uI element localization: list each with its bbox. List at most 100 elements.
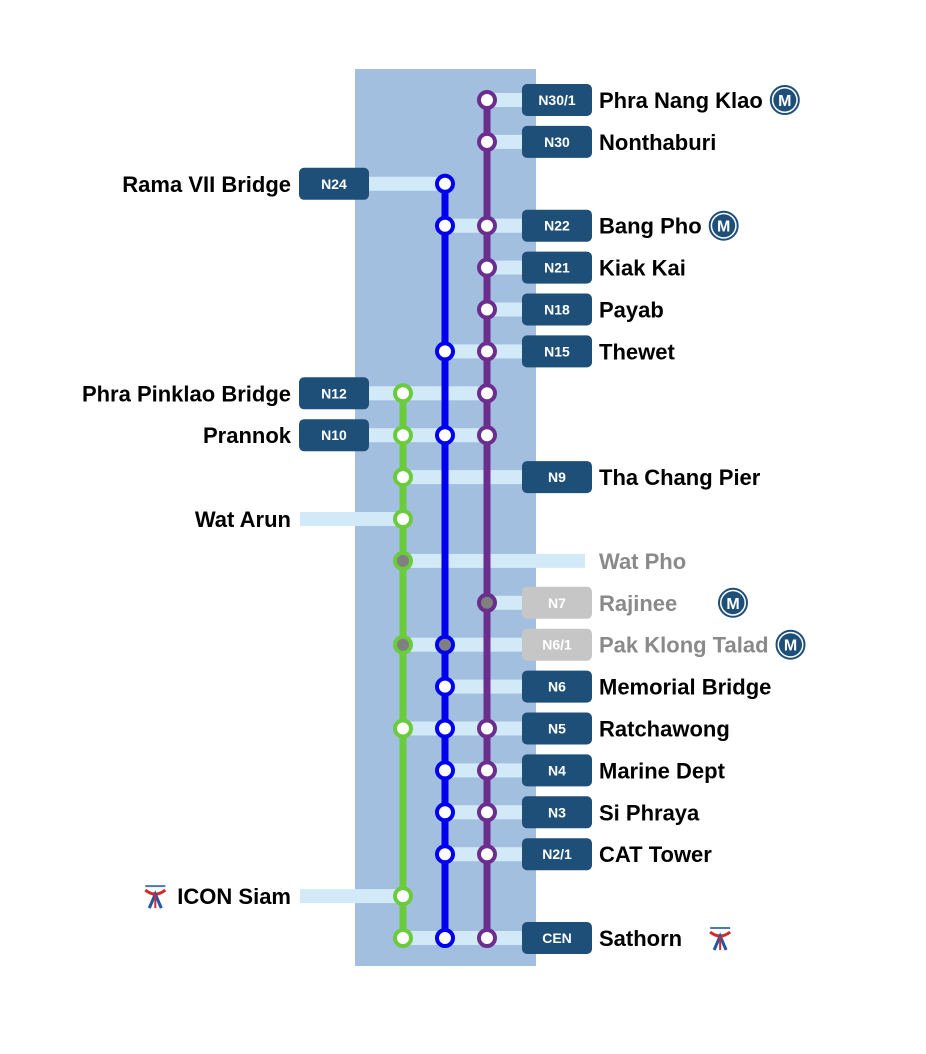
station-dot-si-phraya-blue[interactable] — [435, 802, 455, 823]
station-code-nonthaburi: N30 — [544, 134, 570, 150]
station-dot-cat-tower-blue[interactable] — [435, 844, 455, 865]
station-name-payab[interactable]: Payab — [599, 298, 664, 323]
station-dot-bang-pho-blue[interactable] — [435, 215, 455, 236]
mrt-logo-icon: M — [769, 85, 800, 115]
station-dot-sathorn-green[interactable] — [393, 928, 413, 948]
svg-text:M: M — [784, 638, 797, 655]
station-code-badge-payab: N18 — [522, 293, 592, 326]
station-code-rama-vii-bridge: N24 — [321, 176, 347, 192]
station-code-cat-tower: N2/1 — [542, 846, 572, 862]
connector-wat-pho — [403, 553, 585, 568]
svg-text:M: M — [778, 93, 791, 110]
connector-icon-siam — [300, 889, 403, 904]
station-dot-pak-klong-talad-green[interactable] — [393, 634, 413, 655]
svg-text:M: M — [717, 219, 730, 236]
station-code-ratchawong: N5 — [548, 721, 566, 737]
station-name-tha-chang-pier[interactable]: Tha Chang Pier — [599, 465, 761, 490]
station-dot-wat-pho-green[interactable] — [393, 550, 413, 571]
station-dot-marine-dept-blue[interactable] — [435, 760, 455, 781]
station-dot-icon-siam-green[interactable] — [393, 886, 413, 907]
station-code-prannok: N10 — [321, 427, 347, 443]
mrt-logo-icon: M — [718, 587, 748, 618]
station-dot-si-phraya-purple[interactable] — [477, 802, 497, 823]
station-name-phra-pinklao-bridge[interactable]: Phra Pinklao Bridge — [82, 381, 291, 406]
svg-text:M: M — [726, 596, 739, 613]
station-code-marine-dept: N4 — [548, 762, 566, 778]
station-dot-ratchawong-purple[interactable] — [477, 718, 497, 739]
station-dot-rajinee-purple[interactable] — [477, 592, 497, 613]
station-name-wat-arun[interactable]: Wat Arun — [195, 507, 291, 532]
station-name-thewet[interactable]: Thewet — [599, 339, 675, 364]
station-dot-prannok-purple[interactable] — [477, 425, 497, 446]
station-name-ratchawong[interactable]: Ratchawong — [599, 717, 730, 742]
station-name-prannok[interactable]: Prannok — [203, 423, 292, 448]
station-dot-ratchawong-blue[interactable] — [435, 718, 455, 739]
station-name-rama-vii-bridge[interactable]: Rama VII Bridge — [122, 172, 291, 197]
station-code-badge-memorial-bridge: N6 — [522, 670, 592, 703]
station-dot-prannok-green[interactable] — [393, 425, 413, 446]
station-dot-kiak-kai-purple[interactable] — [477, 257, 497, 278]
connector-sathorn — [403, 931, 524, 945]
connector-wat-arun — [300, 512, 403, 526]
station-dot-phra-pinklao-bridge-green[interactable] — [393, 383, 413, 404]
station-dot-thewet-purple[interactable] — [477, 341, 497, 362]
station-name-cat-tower[interactable]: CAT Tower — [599, 842, 712, 867]
station-code-badge-marine-dept: N4 — [522, 754, 592, 787]
station-dot-cat-tower-purple[interactable] — [477, 844, 497, 865]
station-dot-marine-dept-purple[interactable] — [477, 760, 497, 781]
station-name-kiak-kai[interactable]: Kiak Kai — [599, 256, 686, 281]
station-dot-phra-pinklao-bridge-purple[interactable] — [477, 383, 497, 404]
mrt-logo-icon: M — [708, 210, 739, 241]
station-dot-pak-klong-talad-blue[interactable] — [435, 634, 455, 655]
station-dot-tha-chang-pier-green[interactable] — [393, 467, 413, 488]
station-code-sathorn: CEN — [542, 930, 572, 946]
mrt-logo-icon: M — [775, 629, 806, 660]
station-dot-ratchawong-green[interactable] — [393, 718, 413, 739]
station-code-badge-sathorn: CEN — [522, 922, 592, 954]
station-code-phra-nang-klao: N30/1 — [538, 92, 576, 108]
station-dot-prannok-blue[interactable] — [435, 425, 455, 446]
station-name-icon-siam[interactable]: ICON Siam — [177, 884, 291, 909]
station-code-badge-phra-nang-klao: N30/1 — [522, 84, 592, 116]
connector-rama-vii-bridge — [366, 176, 445, 191]
station-code-badge-prannok: N10 — [299, 419, 369, 452]
station-dot-phra-nang-klao-purple[interactable] — [477, 90, 497, 110]
station-dot-memorial-bridge-blue[interactable] — [435, 676, 455, 697]
station-name-si-phraya[interactable]: Si Phraya — [599, 800, 700, 825]
station-dot-payab-purple[interactable] — [477, 299, 497, 320]
station-code-badge-si-phraya: N3 — [522, 796, 592, 829]
station-name-sathorn[interactable]: Sathorn — [599, 926, 682, 951]
station-code-badge-pak-klong-talad: N6/1 — [522, 628, 592, 661]
station-name-marine-dept[interactable]: Marine Dept — [599, 758, 726, 783]
connector-phra-pinklao-bridge — [366, 386, 487, 401]
station-code-rajinee: N7 — [548, 595, 566, 611]
station-code-badge-phra-pinklao-bridge: N12 — [299, 377, 369, 410]
connector-prannok — [366, 428, 487, 443]
station-code-badge-rajinee: N7 — [522, 586, 592, 619]
station-dot-sathorn-purple[interactable] — [477, 928, 497, 948]
station-dot-nonthaburi-purple[interactable] — [477, 131, 497, 152]
station-dot-thewet-blue[interactable] — [435, 341, 455, 362]
station-dot-bang-pho-purple[interactable] — [477, 215, 497, 236]
station-name-memorial-bridge[interactable]: Memorial Bridge — [599, 675, 771, 700]
connector-tha-chang-pier — [403, 470, 524, 485]
bts-logo-icon — [144, 885, 167, 909]
station-code-badge-bang-pho: N22 — [522, 209, 592, 242]
station-code-badge-tha-chang-pier: N9 — [522, 461, 592, 494]
station-dot-rama-vii-bridge-blue[interactable] — [435, 173, 455, 194]
station-code-phra-pinklao-bridge: N12 — [321, 385, 347, 401]
station-dot-sathorn-blue[interactable] — [435, 928, 455, 948]
station-name-phra-nang-klao[interactable]: Phra Nang Klao — [599, 88, 763, 113]
station-name-nonthaburi[interactable]: Nonthaburi — [599, 130, 716, 155]
station-name-bang-pho[interactable]: Bang Pho — [599, 214, 702, 239]
station-name-rajinee[interactable]: Rajinee — [599, 591, 677, 616]
station-name-wat-pho[interactable]: Wat Pho — [599, 549, 686, 574]
bts-logo-icon — [709, 927, 732, 951]
station-code-badge-nonthaburi: N30 — [522, 125, 592, 158]
station-code-badge-thewet: N15 — [522, 335, 592, 368]
station-code-badge-cat-tower: N2/1 — [522, 838, 592, 871]
station-dot-wat-arun-green[interactable] — [393, 509, 413, 529]
station-code-badge-ratchawong: N5 — [522, 712, 592, 745]
station-name-pak-klong-talad[interactable]: Pak Klong Talad — [599, 633, 769, 658]
